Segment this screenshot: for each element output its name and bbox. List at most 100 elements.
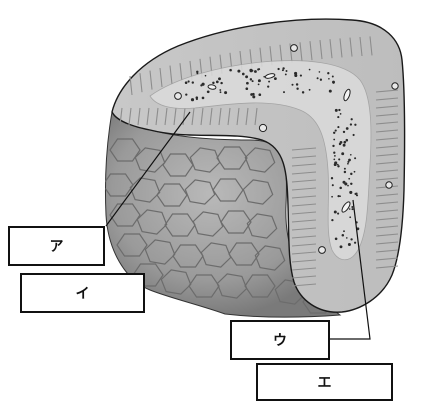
stipple-dot [348,243,351,246]
stipple-dot [258,93,261,96]
stipple-dot [349,208,351,210]
stipple-dot [220,91,222,93]
stipple-dot [348,159,351,162]
stipple-dot [254,70,257,73]
stipple-dot [237,70,240,73]
stipple-dot [220,82,222,84]
stipple-dot [356,194,358,196]
stipple-dot [334,155,336,157]
label-box-i[interactable]: イ [20,273,145,313]
stipple-dot [354,171,356,173]
stipple-dot [333,82,335,84]
stipple-dot [350,154,352,156]
stipple-dot [191,98,194,101]
stipple-dot [343,131,345,133]
stipple-dot [328,78,330,80]
stipple-dot [185,81,188,84]
stipple-dot [339,187,342,190]
stipple-dot [286,70,288,72]
label-box-a[interactable]: ア [8,226,105,266]
stipple-dot [205,75,207,77]
stipple-dot [192,81,194,83]
stipple-dot [346,237,348,239]
stipple-dot [337,213,339,215]
stipple-dot [333,152,335,154]
stipple-dot [338,158,340,160]
stipple-dot [245,87,248,90]
stipple-dot [327,72,329,74]
stipple-dot [249,69,252,72]
stipple-dot [347,163,349,165]
stipple-dot [258,84,260,86]
stipple-dot [333,139,335,141]
stipple-dot [334,161,337,164]
stipple-dot [340,245,343,248]
stipple-dot [351,206,353,208]
stipple-dot [309,89,311,91]
stipple-dot [350,183,352,185]
stipple-dot [216,81,219,84]
stipple-dot [245,75,248,78]
stipple-dot [354,242,356,244]
stipple-dot [296,88,298,90]
stipple-dot [344,141,347,144]
stipple-dot [332,145,334,147]
stipple-dot [332,76,334,78]
stipple-dot [334,211,337,214]
stipple-dot [309,69,311,71]
stipple-dot [337,164,339,166]
stipple-dot [346,127,349,130]
stipple-dot [333,132,335,134]
stipple-dot [196,98,198,100]
stipple-dot [347,185,349,187]
stipple-dot [344,171,346,173]
stipple-dot [331,219,333,221]
stipple-dot [277,68,279,70]
stipple-dot [302,91,304,93]
stipple-dot [344,168,346,170]
stipple-dot [331,177,333,179]
stipple-dot [340,113,342,115]
stipple-dot [252,80,254,82]
label-box-u[interactable]: ウ [230,320,330,360]
stipple-dot [343,230,345,232]
stipple-dot [351,118,353,120]
stipple-dot [342,181,345,184]
stipple-dot [349,191,352,194]
stipple-dot [207,90,210,93]
stipple-dot [337,195,339,197]
stipple-dot [200,84,202,86]
stipple-dot [257,68,259,70]
stipple-dot [339,143,341,145]
stipple-dot [250,93,253,96]
stipple-dot [300,75,302,77]
stipple-dot [219,89,221,91]
stipple-dot [267,85,269,87]
stipple-dot [320,79,322,81]
stipple-dot [348,178,350,180]
stipple-dot [185,93,187,95]
stipple-dot [356,192,358,194]
stipple-dot [332,184,334,186]
stipple-dot [250,78,252,80]
stipple-dot [350,173,352,175]
stipple-dot [274,77,277,80]
stipple-dot [294,74,297,77]
stipple-dot [335,109,338,112]
stipple-dot [337,116,339,118]
stipple-dot [354,157,356,159]
stipple-dot [188,80,190,82]
stipple-dot [354,124,356,126]
label-box-e[interactable]: エ [256,363,393,401]
stipple-dot [285,73,287,75]
stipple-dot [331,196,333,198]
stipple-dot [283,91,285,93]
stipple-dot [296,83,298,85]
stipple-dot [349,216,351,218]
stipple-dot [282,69,284,71]
stipple-dot [342,234,345,237]
stipple-dot [319,71,321,73]
stipple-dot [202,97,205,100]
stipple-dot [268,81,270,83]
